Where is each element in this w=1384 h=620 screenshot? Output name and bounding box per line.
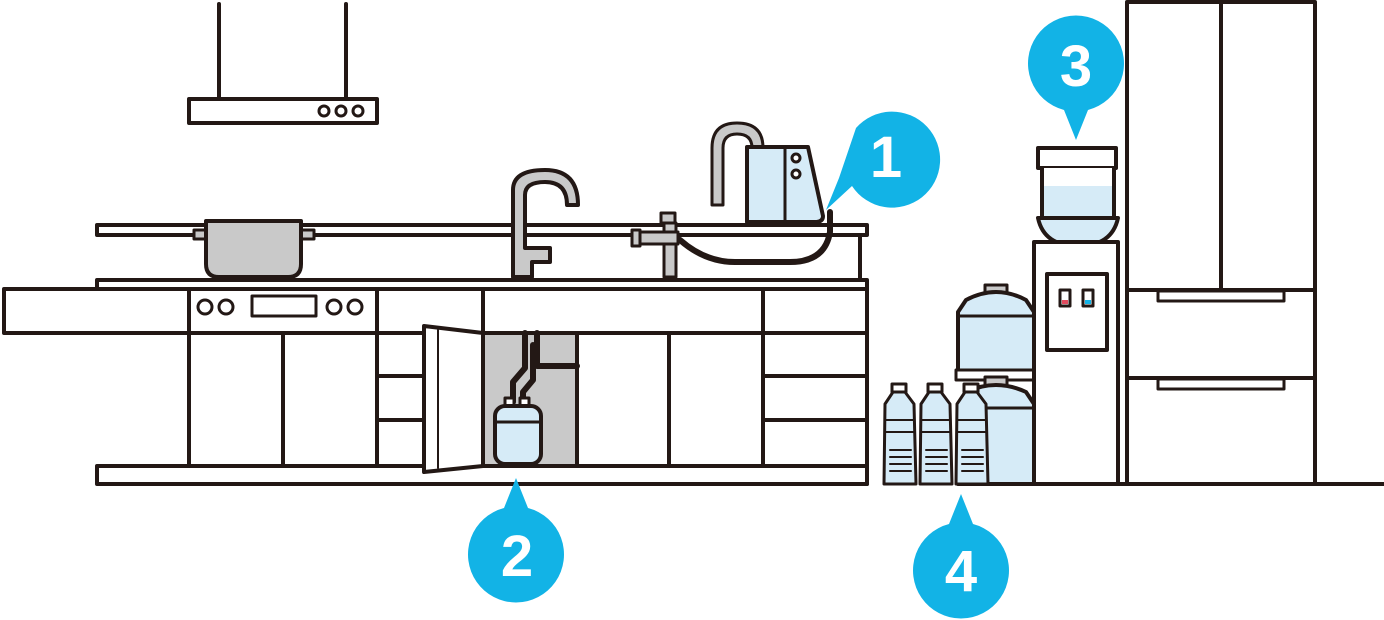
range-hood-icon [187, 2, 379, 125]
refrigerator-icon [1125, 0, 1317, 486]
badge-2-label: 2 [501, 524, 533, 589]
under-sink-cartridge-icon [493, 396, 543, 466]
water-dispenser-icon [1032, 146, 1120, 486]
purifier-tap-icon [630, 209, 833, 279]
open-cabinet [422, 324, 580, 474]
cooking-pot-icon [192, 219, 316, 279]
countertop-purifier-icon [710, 121, 825, 224]
badge-3: 3 [1028, 15, 1124, 141]
badge-1: 1 [826, 111, 941, 210]
cabinet-doors [281, 287, 869, 468]
kitchen-faucet-icon [511, 168, 580, 279]
badge-3-label: 3 [1060, 34, 1092, 99]
badge-4-label: 4 [945, 539, 977, 604]
badge-1-label: 1 [870, 125, 902, 190]
badge-4: 4 [913, 494, 1010, 619]
badge-2: 2 [468, 478, 564, 603]
water-bottle-icon [882, 382, 990, 486]
stove-control-panel [187, 287, 379, 335]
